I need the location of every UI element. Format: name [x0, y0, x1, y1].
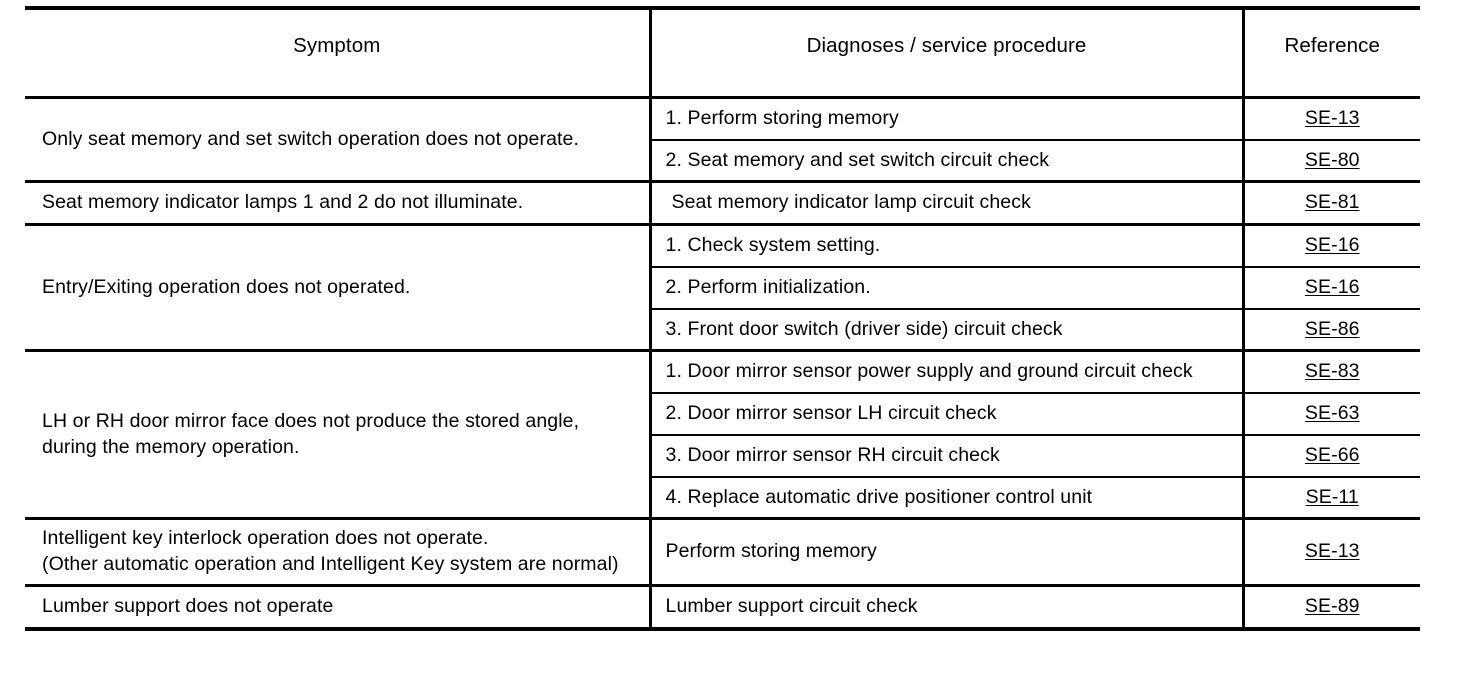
- reference-cell: SE-13: [1243, 517, 1420, 586]
- symptom-cell: Seat memory indicator lamps 1 and 2 do n…: [25, 180, 652, 225]
- column-header-diagnoses: Diagnoses / service procedure: [650, 8, 1245, 99]
- reference-cell: SE-16: [1243, 265, 1420, 309]
- diagnosis-cell: 2. Seat memory and set switch circuit ch…: [650, 138, 1245, 182]
- diagnosis-cell: 2. Perform initialization.: [650, 265, 1245, 309]
- diagnosis-cell: 4. Replace automatic drive positioner co…: [650, 475, 1245, 519]
- diagnosis-cell: 1. Door mirror sensor power supply and g…: [650, 349, 1245, 394]
- reference-link[interactable]: SE-66: [1304, 443, 1360, 466]
- reference-cell: SE-80: [1243, 138, 1420, 182]
- diagnosis-text: 2. Seat memory and set switch circuit ch…: [665, 148, 1050, 171]
- symptom-cell: Lumber support does not operate: [25, 583, 652, 629]
- reference-cell: SE-89: [1243, 583, 1420, 629]
- table-row: Lumber support does not operate Lumber su…: [25, 583, 1420, 629]
- symptom-cell: Only seat memory and set switch operatio…: [25, 95, 652, 182]
- reference-cell: SE-63: [1243, 392, 1420, 435]
- diagnosis-cell: Lumber support circuit check: [650, 583, 1245, 629]
- column-header-reference: Reference: [1243, 8, 1420, 99]
- diagnosis-cell: 1. Perform storing memory: [650, 95, 1245, 140]
- reference-link[interactable]: SE-11: [1305, 485, 1359, 508]
- table-row: Intelligent key interlock operation does…: [25, 517, 1420, 586]
- diagnosis-text: Seat memory indicator lamp circuit check: [671, 191, 1031, 214]
- symptom-text: Intelligent key interlock operation does…: [42, 527, 489, 550]
- diagnosis-text: 4. Replace automatic drive positioner co…: [665, 485, 1093, 508]
- symptom-cell: Entry/Exiting operation does not operate…: [25, 223, 652, 351]
- table-row: Seat memory indicator lamps 1 and 2 do n…: [25, 180, 1420, 225]
- symptom-cell: Intelligent key interlock operation does…: [25, 517, 652, 586]
- reference-cell: SE-86: [1243, 307, 1420, 351]
- diagnosis-text: 1. Door mirror sensor power supply and g…: [665, 360, 1193, 383]
- reference-link[interactable]: SE-89: [1304, 594, 1360, 617]
- table-row: 2. Perform initialization. SE-16: [25, 265, 1420, 309]
- symptom-text: Seat memory indicator lamps 1 and 2 do n…: [42, 191, 524, 214]
- table-body: Only seat memory and set switch operatio…: [25, 95, 1420, 629]
- symptom-diagnosis-table: Symptom Diagnoses / service procedure Re…: [25, 6, 1420, 631]
- diagnosis-cell: 3. Door mirror sensor RH circuit check: [650, 433, 1245, 477]
- symptom-text: LH or RH door mirror face does not produ…: [42, 410, 585, 458]
- diagnosis-text: 3. Door mirror sensor RH circuit check: [665, 443, 1000, 466]
- symptom-text: (Other automatic operation and Intellige…: [42, 553, 619, 576]
- reference-link[interactable]: SE-86: [1304, 317, 1360, 340]
- reference-link[interactable]: SE-83: [1304, 360, 1360, 383]
- diagnosis-text: 1. Perform storing memory: [665, 107, 899, 129]
- table-row: 2. Door mirror sensor LH circuit check SE…: [25, 392, 1420, 435]
- table-header: Symptom Diagnoses / service procedure Re…: [25, 8, 1420, 99]
- diagnosis-cell: 3. Front door switch (driver side) circu…: [650, 307, 1245, 351]
- diagnosis-cell: 1. Check system setting.: [650, 223, 1245, 267]
- symptom-cell: LH or RH door mirror face does not produ…: [25, 349, 652, 519]
- reference-link[interactable]: SE-16: [1304, 275, 1360, 298]
- reference-cell: SE-16: [1243, 223, 1420, 267]
- diagnosis-cell: Perform storing memory: [650, 517, 1245, 586]
- table-row: Only seat memory and set switch operatio…: [25, 95, 1420, 182]
- reference-cell: SE-11: [1243, 475, 1420, 519]
- table-row: LH or RH door mirror face does not produ…: [25, 349, 1420, 519]
- column-header-symptom: Symptom: [25, 8, 652, 99]
- table-row: 3. Door mirror sensor RH circuit check SE…: [25, 433, 1420, 477]
- reference-link[interactable]: SE-63: [1304, 402, 1360, 425]
- table-row: 2. Seat memory and set switch circuit ch…: [25, 138, 1420, 182]
- diagnosis-text: 3. Front door switch (driver side) circu…: [665, 317, 1063, 340]
- symptom-text: Lumber support does not operate: [42, 594, 334, 617]
- reference-cell: SE-66: [1243, 433, 1420, 477]
- reference-link[interactable]: SE-13: [1304, 540, 1360, 563]
- table-row: Entry/Exiting operation does not operate…: [25, 223, 1420, 351]
- table-row: 4. Replace automatic drive positioner co…: [25, 475, 1420, 519]
- reference-cell: SE-83: [1243, 349, 1420, 394]
- diagnosis-text: Lumber support circuit check: [665, 594, 918, 617]
- reference-link[interactable]: SE-16: [1304, 234, 1360, 257]
- symptom-text: Only seat memory and set switch operatio…: [42, 127, 580, 150]
- diagnosis-text: 2. Perform initialization.: [665, 275, 871, 298]
- diagnosis-cell: 2. Door mirror sensor LH circuit check: [650, 392, 1245, 435]
- diagnosis-text: Perform storing memory: [665, 540, 877, 563]
- diagnosis-text: 2. Door mirror sensor LH circuit check: [665, 402, 997, 425]
- symptom-text: Entry/Exiting operation does not operate…: [42, 275, 411, 298]
- reference-cell: SE-13: [1243, 95, 1420, 140]
- table-header-row: Symptom Diagnoses / service procedure Re…: [25, 8, 1420, 99]
- reference-link[interactable]: SE-13: [1304, 107, 1360, 129]
- diagnosis-text: 1. Check system setting.: [665, 234, 881, 257]
- reference-link[interactable]: SE-81: [1304, 191, 1360, 214]
- table-row: 3. Front door switch (driver side) circu…: [25, 307, 1420, 351]
- reference-link[interactable]: SE-80: [1304, 148, 1360, 171]
- reference-cell: SE-81: [1243, 180, 1420, 225]
- diagnosis-cell: Seat memory indicator lamp circuit check: [650, 180, 1245, 225]
